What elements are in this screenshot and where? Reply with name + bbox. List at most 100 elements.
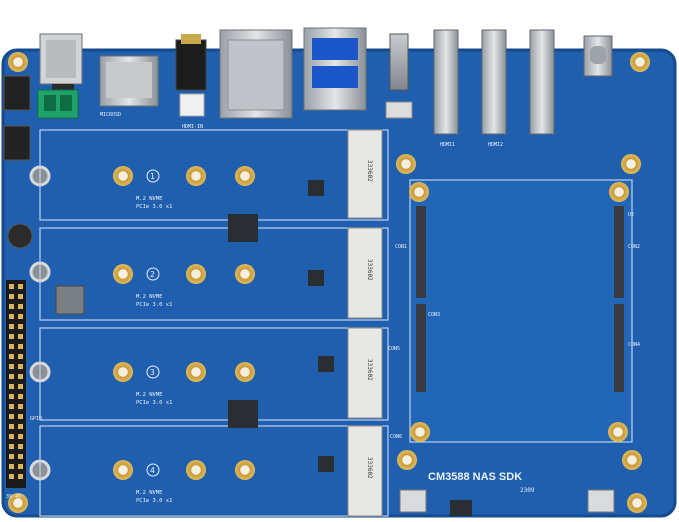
pin-label: 39 40 <box>6 494 21 500</box>
slot-number: 2 <box>150 270 155 279</box>
m2-slot-area <box>39 129 389 517</box>
inductor <box>55 285 85 315</box>
compute-module-area <box>396 154 642 470</box>
slot-number: 4 <box>150 466 155 475</box>
gpio-pin <box>9 324 14 329</box>
m2-standoff-holes <box>113 166 255 480</box>
gpio-pin <box>9 374 14 379</box>
slot-name: M.2 NVME <box>136 196 163 202</box>
gpio-pins <box>9 284 23 479</box>
m2-standoff-hole <box>235 460 255 480</box>
slot-name: M.2 NVME <box>136 490 163 496</box>
gpio-pin <box>18 384 23 389</box>
gpio-pin <box>9 434 14 439</box>
gpio-pin <box>9 344 14 349</box>
gpio-pin <box>18 344 23 349</box>
hdmi2-label: HDMI2 <box>488 142 503 148</box>
slot-number: 3 <box>150 368 155 377</box>
slot-label-2: 2M.2 NVME PCIe 3.0 x1 <box>136 267 172 308</box>
board-title: CM3588 NAS SDK <box>428 471 522 483</box>
gpio-pin <box>9 354 14 359</box>
m2-standoff-hole <box>186 166 206 186</box>
m2-standoff-hole <box>235 264 255 284</box>
gpio-pin <box>9 304 14 309</box>
gpio-pin <box>18 444 23 449</box>
gpio-pin <box>9 424 14 429</box>
connector-part-number: 333602 <box>366 359 373 381</box>
con3-label: CON3 <box>428 312 440 318</box>
slot-number-circle <box>146 267 160 281</box>
con5-label: CON5 <box>388 346 400 352</box>
m2-standoff-hole <box>235 362 255 382</box>
m2-standoff-hole <box>113 166 133 186</box>
con4-label: CON4 <box>628 342 640 348</box>
con2-label: CON2 <box>628 244 640 250</box>
slot-spec: PCIe 3.0 x1 <box>136 498 172 504</box>
top-connectors <box>37 27 613 135</box>
con6-label: CON6 <box>390 434 402 440</box>
slot-name: M.2 NVME <box>136 294 163 300</box>
slot-number-circle <box>146 463 160 477</box>
gpio-pin <box>9 464 14 469</box>
u2-label: U2 <box>628 212 634 218</box>
hdmi-port-3 <box>529 29 555 135</box>
chips <box>228 180 334 472</box>
gpio-pin <box>18 374 23 379</box>
gpio-pin <box>18 354 23 359</box>
slot-number-circle <box>146 169 160 183</box>
connector-part-labels: 333602 333602 333602 333602 <box>366 160 373 479</box>
m2-standoff-hole <box>186 362 206 382</box>
m2-standoff-hole <box>235 166 255 186</box>
gpio-pin <box>18 294 23 299</box>
gpio-pin <box>18 364 23 369</box>
microsd-label: MICROSD <box>100 112 121 118</box>
slot-spec: PCIe 3.0 x1 <box>136 302 172 308</box>
gpio-pin <box>9 294 14 299</box>
gpio-label: GPIO <box>30 416 42 422</box>
hdmi-port-1 <box>433 29 459 135</box>
gpio-pin <box>9 364 14 369</box>
slot-name: M.2 NVME <box>136 392 163 398</box>
hdmi1-label: HDMI1 <box>440 142 455 148</box>
hdmi-in-label: HDMI-IN <box>182 124 203 130</box>
connector-part-number: 333602 <box>366 457 373 479</box>
con1-label: CON1 <box>395 244 407 250</box>
connector-part-number: 333602 <box>366 160 373 182</box>
gpio-pin <box>18 424 23 429</box>
gpio-pin <box>9 474 14 479</box>
gpio-pin <box>9 444 14 449</box>
m2-connectors <box>347 129 383 517</box>
slot-spec: PCIe 3.0 x1 <box>136 400 172 406</box>
slot-number-circle <box>146 365 160 379</box>
gpio-pin <box>9 334 14 339</box>
slot-label-4: 4M.2 NVME PCIe 3.0 x1 <box>136 463 172 504</box>
silkscreen-text: CM3588 NAS SDK 2309 MICROSD HDMI-IN 39 4… <box>6 112 640 500</box>
gpio-pin <box>9 404 14 409</box>
gpio-pin <box>9 394 14 399</box>
m2-standoff-hole <box>186 264 206 284</box>
gpio-pin <box>18 464 23 469</box>
m2-standoff-hole <box>113 264 133 284</box>
gpio-pin <box>18 394 23 399</box>
gpio-pin <box>18 404 23 409</box>
bottom-buttons <box>399 489 615 516</box>
connector-part-number: 333602 <box>366 259 373 281</box>
gpio-pin <box>18 304 23 309</box>
gpio-pin <box>9 284 14 289</box>
mounting-holes <box>8 52 650 513</box>
power-switch <box>389 33 409 91</box>
slot-number: 1 <box>150 172 155 181</box>
gpio-pin <box>9 454 14 459</box>
hdmi-port-2 <box>481 29 507 135</box>
m2-standoff-hole <box>113 362 133 382</box>
gpio-pin <box>18 434 23 439</box>
gpio-pin <box>18 334 23 339</box>
board-rev: 2309 <box>520 487 535 494</box>
m2-standoff-hole <box>113 460 133 480</box>
gpio-pin <box>9 384 14 389</box>
gpio-pin <box>18 454 23 459</box>
gpio-pin <box>9 414 14 419</box>
